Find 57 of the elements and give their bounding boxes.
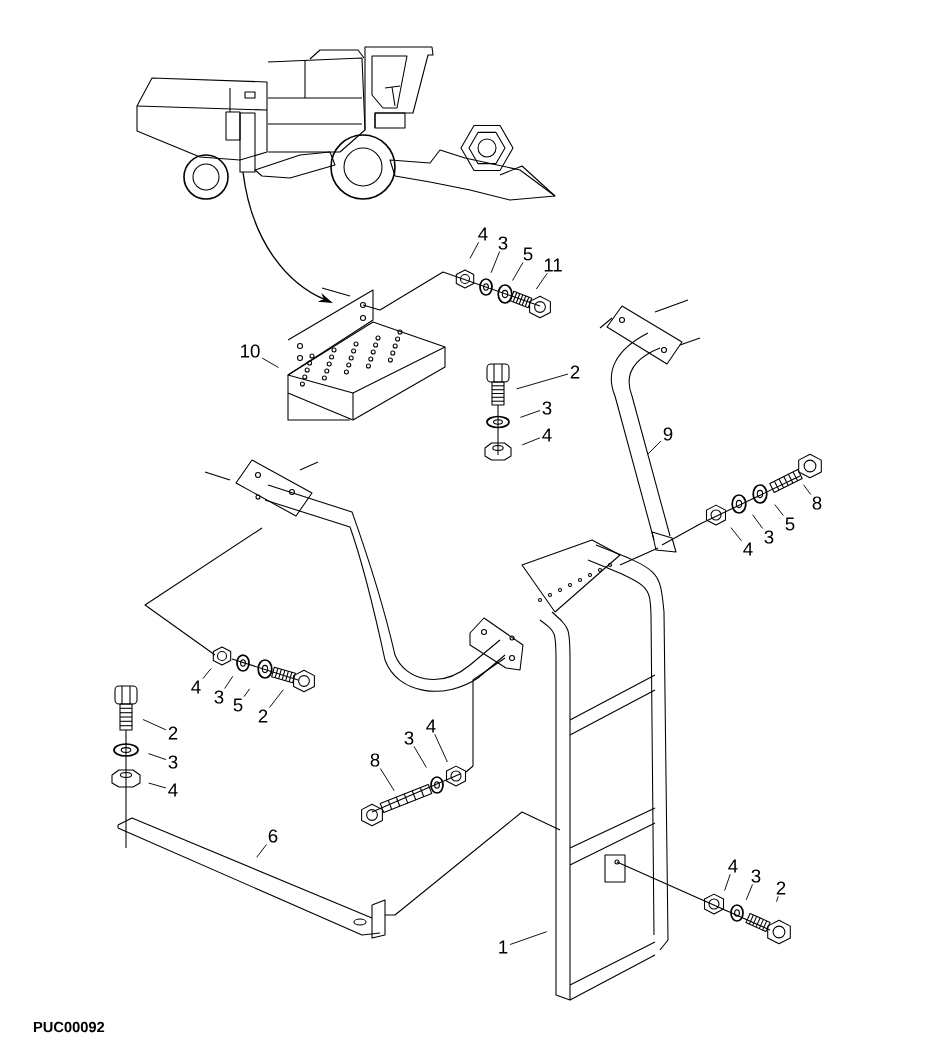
leader-line (261, 357, 279, 368)
callout-number: 2 (776, 881, 786, 895)
leader-line (490, 251, 501, 274)
leader-line (243, 688, 251, 698)
callout-number: 2 (258, 709, 268, 723)
leader-line (730, 527, 742, 542)
callout-number: 6 (268, 829, 278, 843)
leader-line (147, 753, 167, 761)
leader-line (469, 241, 480, 259)
callout-number: 4 (168, 783, 178, 797)
callout-number: 3 (168, 755, 178, 769)
callout-number: 3 (542, 401, 552, 415)
callout-number: 4 (426, 719, 436, 733)
leader-line (202, 668, 212, 680)
callout-number: 4 (743, 542, 753, 556)
leader-line (752, 514, 764, 529)
callout-number: 8 (812, 496, 822, 510)
leader-line (519, 410, 541, 418)
callout-number: 3 (751, 869, 761, 883)
leader-line (535, 272, 548, 290)
leader-line (413, 746, 427, 768)
callout-number: 2 (570, 365, 580, 379)
callout-number: 4 (542, 428, 552, 442)
callout-number: 3 (764, 530, 774, 544)
callout-number: 8 (370, 753, 380, 767)
leader-line (434, 733, 448, 763)
callout-number: 3 (498, 236, 508, 250)
callout-number: 2 (168, 726, 178, 740)
leader-line (379, 768, 395, 792)
leader-line (142, 719, 167, 731)
leader-line (647, 440, 662, 455)
callout-number: 3 (404, 731, 414, 745)
callout-number: 9 (663, 427, 673, 441)
leader-line (724, 873, 731, 892)
leader-line (803, 484, 812, 495)
leader-line (745, 884, 753, 901)
leader-line (512, 261, 524, 281)
leader-line (269, 689, 284, 709)
leader-line (509, 931, 548, 945)
leader-line (774, 504, 784, 517)
leader-line (256, 844, 267, 858)
leader-line (148, 782, 167, 789)
callout-number: 4 (728, 859, 738, 873)
callout-number: 3 (214, 690, 224, 704)
callout-number: 10 (241, 344, 260, 358)
callout-number: 5 (523, 247, 533, 261)
callout-number: 4 (478, 227, 488, 241)
callout-number: 11 (544, 258, 562, 272)
leader-line (776, 895, 779, 903)
leader-line (224, 675, 234, 689)
callout-number: 4 (191, 680, 201, 694)
callout-number: 5 (785, 517, 795, 531)
drawing-code: PUC00092 (33, 1021, 105, 1033)
callout-number: 5 (233, 698, 243, 712)
leader-line (516, 373, 569, 390)
leader-line (521, 437, 541, 446)
callout-number: 1 (499, 940, 508, 954)
